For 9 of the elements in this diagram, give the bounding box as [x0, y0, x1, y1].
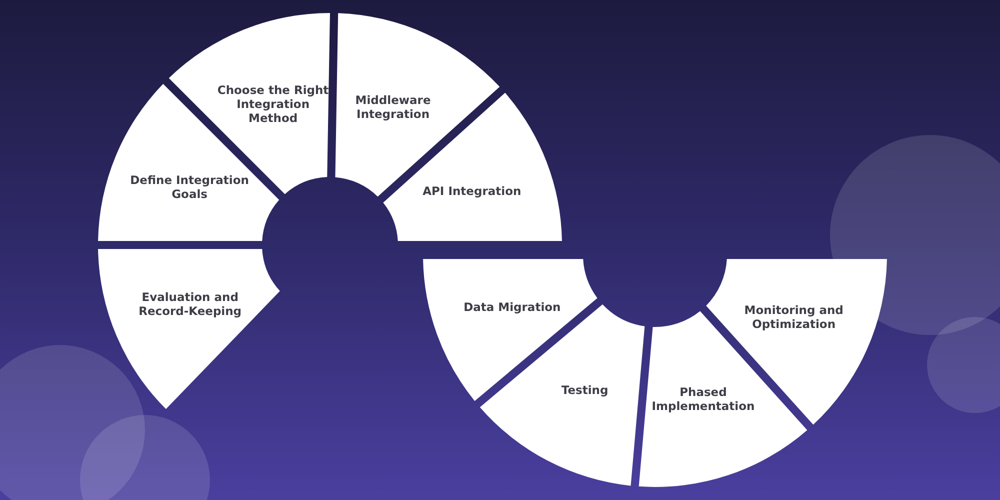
segment-label: Evaluation and Record-Keeping — [138, 290, 243, 318]
segment-label: Data Migration — [462, 300, 562, 314]
segment-label: Define Integration Goals — [130, 172, 250, 201]
segment-label: Middleware Integration — [354, 92, 432, 121]
segment-label: Choose the Right Integration Method — [216, 83, 330, 126]
segment-label: Phased Implementation — [650, 385, 756, 414]
segment-label: API Integration — [422, 184, 522, 198]
segment-label: Testing — [560, 382, 610, 397]
segment-label: Monitoring and Optimization — [743, 302, 844, 331]
